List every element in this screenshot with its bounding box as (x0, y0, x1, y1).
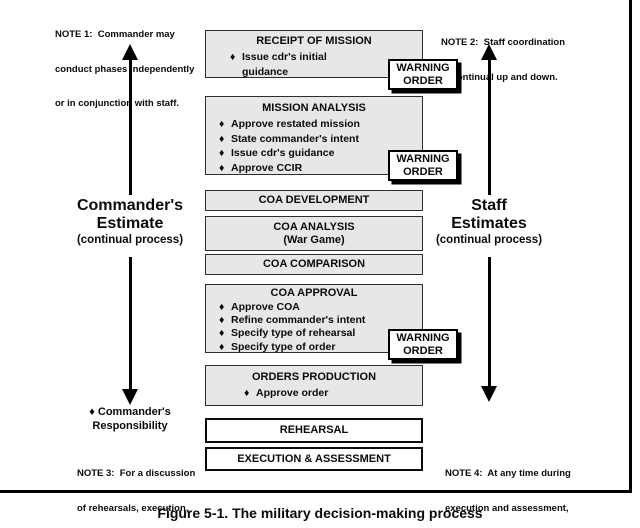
phase-title: COA COMPARISON (262, 258, 366, 270)
bullet-item: ♦Issue cdr's guidance (219, 147, 335, 159)
figure-caption: Figure 5-1. The military decision-making… (157, 505, 483, 521)
commanders-estimate-arrow-shaft-top (129, 58, 132, 195)
phase-coa-analysis: COA ANALYSIS (War Game) (205, 216, 423, 251)
up-arrowhead-icon (481, 44, 497, 60)
staff-estimates-arrow-shaft-top (488, 58, 491, 195)
phase-coa-development: COA DEVELOPMENT (205, 190, 423, 211)
down-arrowhead-icon (122, 389, 138, 405)
figure-frame-right-border (629, 0, 632, 493)
bullet-item: ♦Specify type of rehearsal (219, 327, 356, 340)
diamond-bullet-icon: ♦ (244, 387, 250, 399)
phase-rehearsal: REHEARSAL (205, 418, 423, 443)
commanders-responsibility-legend: ♦ Commander's Responsibility (89, 406, 171, 432)
bullet-item: ♦Issue cdr's initial guidance (230, 51, 327, 78)
diamond-bullet-icon: ♦ (219, 314, 225, 327)
bullet-item: ♦Approve restated mission (219, 118, 360, 130)
diamond-bullet-icon: ♦ (219, 161, 225, 174)
phase-subtitle: (War Game) (283, 233, 345, 246)
bullet-item: ♦Approve COA (219, 301, 300, 313)
phase-title: REHEARSAL (279, 424, 349, 436)
warning-order-box-2: WARNING ORDER (388, 150, 458, 181)
diamond-bullet-icon: ♦ (219, 118, 225, 130)
phase-title: MISSION ANALYSIS (262, 102, 366, 114)
up-arrowhead-icon (122, 44, 138, 60)
diamond-bullet-icon: ♦ (230, 51, 236, 63)
warning-order-box-1: WARNING ORDER (388, 59, 458, 90)
commanders-estimate-arrow-shaft-bottom (129, 257, 132, 390)
phase-title: COA APPROVAL (270, 287, 358, 299)
phase-title: EXECUTION & ASSESSMENT (237, 452, 391, 465)
phase-title: COA ANALYSIS (273, 220, 355, 233)
phase-title: ORDERS PRODUCTION (251, 371, 377, 383)
diamond-bullet-icon: ♦ (219, 340, 225, 353)
phase-coa-comparison: COA COMPARISON (205, 254, 423, 275)
phase-title: COA DEVELOPMENT (258, 194, 370, 206)
down-arrowhead-icon (481, 386, 497, 402)
phase-orders-production: ORDERS PRODUCTION ♦Approve order (205, 365, 423, 406)
staff-estimates-label: Staff Estimates (continual process) (435, 197, 543, 246)
diamond-bullet-icon: ♦ (219, 132, 225, 145)
figure-frame-bottom-border (0, 490, 632, 493)
phase-coa-approval: COA APPROVAL ♦Approve COA ♦Refine comman… (205, 284, 423, 353)
diamond-bullet-icon: ♦ (219, 327, 225, 340)
phase-title: RECEIPT OF MISSION (256, 35, 372, 47)
bullet-item: ♦Approve CCIR (219, 161, 303, 174)
bullet-item: ♦State commander's intent (219, 132, 359, 145)
warning-order-box-3: WARNING ORDER (388, 329, 458, 360)
note-4: NOTE 4: At any time during execution and… (445, 468, 571, 514)
diamond-bullet-icon: ♦ (219, 301, 225, 313)
note-2: NOTE 2: Staff coordination is continual … (441, 37, 566, 83)
note-1: NOTE 1: Commander may conduct phases ind… (55, 29, 195, 109)
commanders-estimate-label: Commander's Estimate (continual process) (76, 197, 184, 246)
bullet-item: ♦Refine commander's intent (219, 314, 366, 327)
phase-execution-assessment: EXECUTION & ASSESSMENT (205, 447, 423, 471)
phase-receipt-of-mission: RECEIPT OF MISSION ♦Issue cdr's initial … (205, 30, 423, 78)
bullet-item: ♦Approve order (244, 387, 329, 399)
phase-mission-analysis: MISSION ANALYSIS ♦Approve restated missi… (205, 96, 423, 175)
diamond-bullet-icon: ♦ (219, 147, 225, 159)
note-3: NOTE 3: For a discussion of rehearsals, … (77, 468, 196, 514)
bullet-item: ♦Specify type of order (219, 340, 336, 353)
staff-estimates-arrow-shaft-bottom (488, 257, 491, 386)
